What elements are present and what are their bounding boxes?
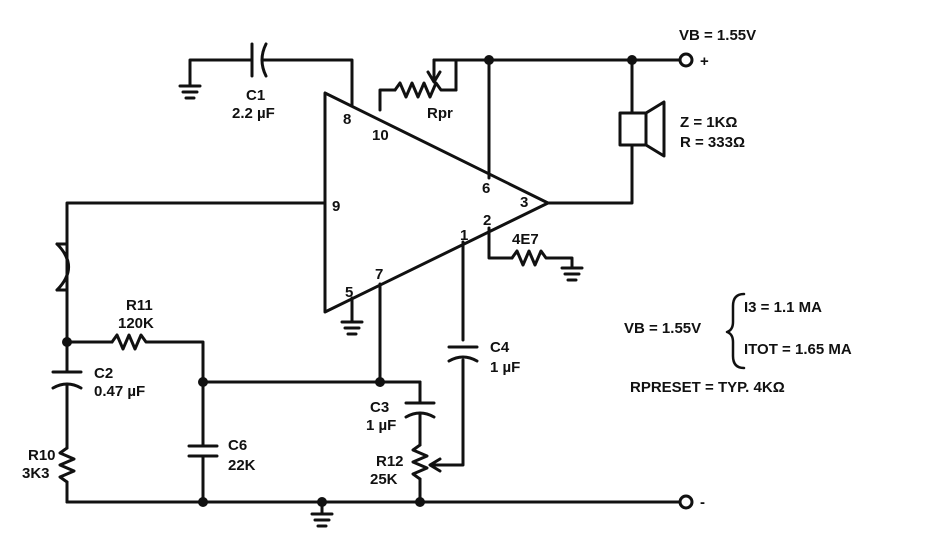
pin-label-10: 10 bbox=[372, 127, 389, 144]
r10-label: R10 bbox=[28, 447, 56, 464]
c1-label: C1 bbox=[246, 87, 265, 104]
r11-resistor bbox=[65, 333, 205, 384]
r11-value: 120K bbox=[118, 315, 154, 332]
pin-label-5: 5 bbox=[345, 284, 353, 301]
c3-value: 1 µF bbox=[366, 417, 396, 434]
ground-symbol bbox=[340, 296, 364, 336]
pin-label-6: 6 bbox=[482, 180, 490, 197]
r12-value: 25K bbox=[370, 471, 398, 488]
speaker-icon bbox=[546, 58, 666, 205]
c4-label: C4 bbox=[490, 339, 510, 356]
note-i3: I3 = 1.1 MA bbox=[744, 299, 822, 316]
r11-label: R11 bbox=[126, 297, 153, 314]
pin-label-3: 3 bbox=[520, 194, 528, 211]
r12-label: R12 bbox=[376, 453, 404, 470]
c2-label: C2 bbox=[94, 365, 113, 382]
terminal-positive bbox=[678, 52, 694, 68]
c2-capacitor bbox=[51, 340, 83, 450]
plus-sign: + bbox=[700, 53, 709, 70]
pin-label-7: 7 bbox=[375, 266, 383, 283]
resistor-4e7-label: 4E7 bbox=[512, 231, 539, 248]
pin-label-1: 1 bbox=[460, 227, 468, 244]
speaker-impedance: Z = 1KΩ bbox=[680, 114, 737, 131]
pin-label-8: 8 bbox=[343, 111, 351, 128]
r10-value: 3K3 bbox=[22, 465, 50, 482]
note-brace bbox=[725, 292, 746, 370]
c4-value: 1 µF bbox=[490, 359, 520, 376]
ground-symbol bbox=[560, 266, 584, 282]
c6-label: C6 bbox=[228, 437, 247, 454]
rpr-preset-resistor bbox=[378, 58, 458, 112]
c1-value: 2.2 µF bbox=[232, 105, 275, 122]
ground-symbol bbox=[178, 84, 202, 100]
c3-label: C3 bbox=[370, 399, 389, 416]
rpr-label: Rpr bbox=[427, 105, 453, 122]
ground-symbol bbox=[310, 500, 334, 528]
microphone-icon bbox=[55, 201, 327, 344]
c6-value: 22K bbox=[228, 457, 256, 474]
c3-capacitor bbox=[404, 380, 436, 447]
pin-label-2: 2 bbox=[483, 212, 491, 229]
terminal-negative bbox=[678, 494, 694, 510]
note-itot: ITOT = 1.65 MA bbox=[744, 341, 852, 358]
minus-sign: - bbox=[700, 494, 705, 511]
speaker-resistance: R = 333Ω bbox=[680, 134, 745, 151]
c2-value: 0.47 µF bbox=[94, 383, 145, 400]
note-rpreset: RPRESET = TYP. 4KΩ bbox=[630, 379, 785, 396]
resistor-4e7 bbox=[487, 226, 574, 270]
note-vb: VB = 1.55V bbox=[624, 320, 701, 337]
pin-label-9: 9 bbox=[332, 198, 340, 215]
r10-resistor bbox=[58, 446, 76, 504]
vb-supply-label: VB = 1.55V bbox=[679, 27, 756, 44]
amplifier-triangle bbox=[323, 91, 550, 314]
r12-potentiometer bbox=[411, 240, 465, 504]
c1-capacitor bbox=[188, 42, 354, 108]
c4-capacitor bbox=[447, 345, 479, 363]
c6-capacitor bbox=[187, 380, 219, 504]
